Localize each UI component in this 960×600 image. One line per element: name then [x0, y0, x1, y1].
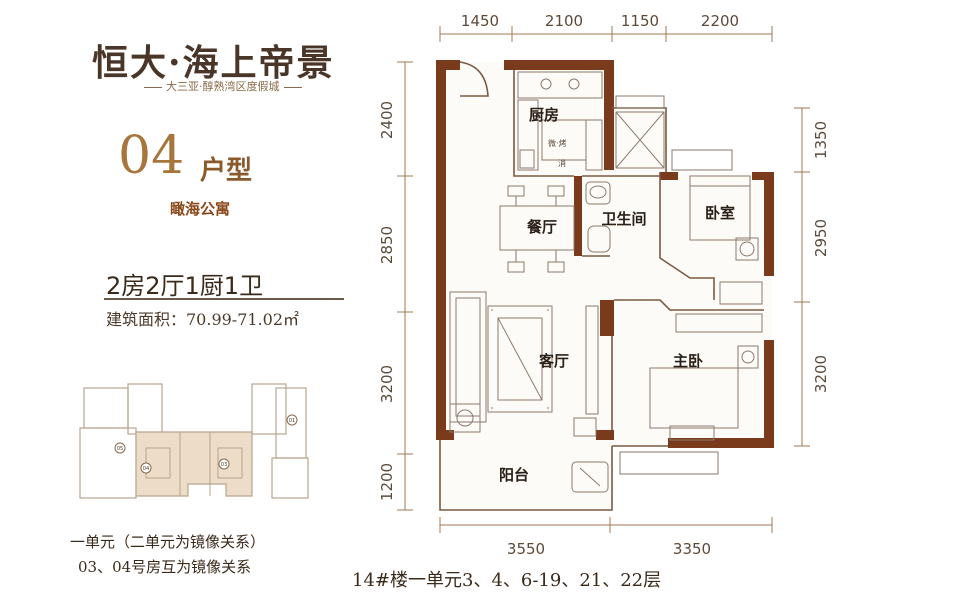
- unit-01-marker: [286, 414, 298, 426]
- unit-05-label: 05: [117, 446, 123, 452]
- note-room-mirror: 03、04号房互为镜像关系: [78, 558, 252, 576]
- walls: [436, 60, 774, 448]
- unit-type-label: 户型: [200, 156, 253, 186]
- sterilizer-label: 消: [558, 158, 566, 168]
- unit-05-marker: [114, 442, 126, 454]
- brand-title: 恒大·海上帝景: [92, 42, 335, 84]
- dim-top-3: 1150: [621, 12, 659, 30]
- unit-04-marker: [140, 462, 152, 474]
- floor-plan: 1450 2100 1150 2200 3550 3350 2400 2850 …: [378, 12, 830, 558]
- unit-number: 04: [118, 126, 185, 186]
- dim-left-2: 2850: [378, 226, 396, 264]
- thin-walls: [439, 61, 764, 511]
- dim-top-1: 1450: [461, 12, 499, 30]
- room-bathroom: 卫生间: [601, 210, 646, 228]
- dim-top-2: 2100: [545, 12, 583, 30]
- dim-top-4: 2200: [701, 12, 739, 30]
- unit-03-marker: [218, 458, 230, 470]
- divider-line: [104, 298, 344, 300]
- unit-04-label: 04: [143, 466, 149, 472]
- dim-bottom-2: 3350: [673, 540, 711, 558]
- key-plan: 05 04 03 01: [79, 383, 309, 499]
- room-bedroom: 卧室: [705, 204, 735, 222]
- dining-table: [499, 185, 575, 273]
- dim-left-3: 3200: [378, 365, 396, 403]
- note-unit-mirror: 一单元（二单元为镜像关系）: [70, 531, 265, 552]
- building-area: 建筑面积：70.99-71.02㎡: [106, 310, 300, 329]
- room-dining: 餐厅: [527, 218, 557, 236]
- shower-area: [615, 95, 665, 169]
- living-furniture: [449, 291, 599, 437]
- room-master: 主卧: [673, 352, 703, 370]
- room-balcony: 阳台: [499, 466, 529, 484]
- dim-right-3: 3200: [812, 355, 830, 393]
- dim-left-1: 2400: [378, 101, 396, 139]
- kitchen-fixtures: [517, 71, 603, 171]
- room-kitchen: 厨房: [529, 106, 559, 124]
- dim-bottom-1: 3550: [507, 540, 545, 558]
- view-label: 瞰海公寓: [170, 200, 231, 218]
- dim-right-2: 2950: [812, 219, 830, 257]
- microwave-label: 微·烤: [548, 138, 567, 148]
- brand-slogan: 大三亚·醇熟湾区度假城: [140, 78, 306, 94]
- dim-left-4: 1200: [378, 463, 396, 501]
- unit-03-label: 03: [221, 462, 227, 468]
- dimension-lines: [397, 26, 810, 533]
- bathroom-fixtures: [585, 181, 611, 253]
- balcony-fixtures: [571, 461, 609, 493]
- room-layout: 2房2厅1厨1卫: [106, 272, 264, 300]
- dim-right-1: 1350: [812, 121, 830, 159]
- note-unit-mirror-tail: ）: [250, 533, 266, 551]
- room-living: 客厅: [538, 352, 569, 370]
- unit-01-label: 01: [289, 418, 295, 424]
- bedroom-furniture: [671, 149, 763, 305]
- master-furniture: [619, 313, 763, 475]
- floor-range: 14#楼一单元3、4、6-19、21、22层: [352, 570, 662, 591]
- note-unit-mirror-text: 一单元（二单元为镜像关系: [70, 533, 251, 551]
